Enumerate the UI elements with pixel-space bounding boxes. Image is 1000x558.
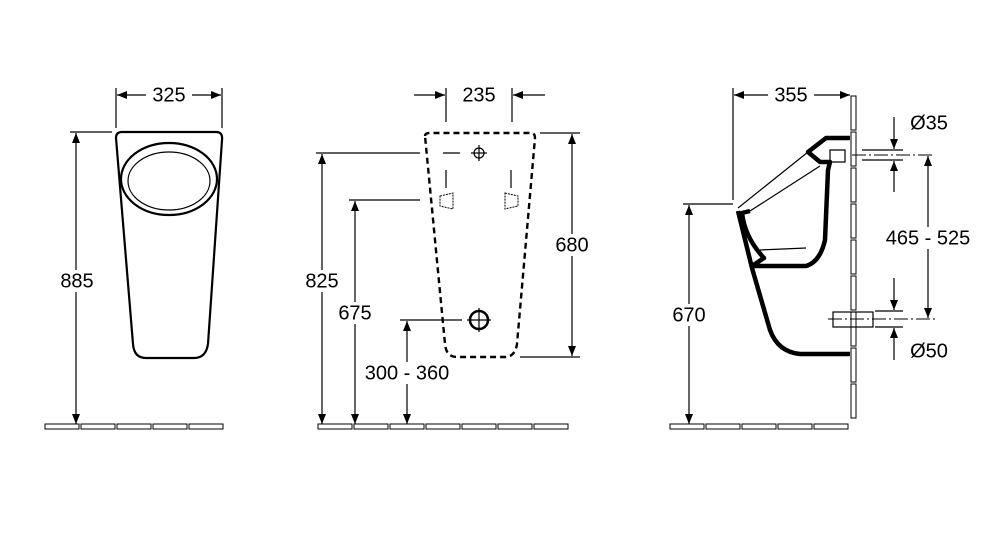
bowl-outer [119, 141, 219, 217]
dim-depth: 355 [774, 84, 807, 106]
wall-tiles [850, 95, 857, 419]
fixing-bracket-right [504, 192, 519, 210]
floor-tiles [317, 423, 569, 430]
side-view: 355 670 Ø35 465 - 525 Ø50 [667, 84, 976, 430]
floor-tiles [669, 423, 849, 430]
dim-height-rear: 680 [555, 234, 588, 256]
urinal-side-profile [735, 135, 850, 357]
dim-inlet-diameter: Ø35 [910, 112, 948, 134]
dim-rim-height: 670 [672, 304, 705, 326]
dim-connection-distance: 465 - 525 [886, 227, 971, 249]
dim-width-front: 325 [152, 84, 185, 106]
fixing-bracket-left [439, 192, 454, 210]
dim-outlet-height: 300 - 360 [365, 362, 450, 384]
urinal-rear-outline [423, 131, 537, 359]
dim-outlet-diameter: Ø50 [910, 340, 948, 362]
dim-height-front: 885 [60, 270, 93, 292]
bowl-inner [127, 151, 211, 211]
front-view: 325 885 [44, 84, 224, 430]
rear-view: 235 680 825 675 300 - 360 [300, 84, 594, 430]
dim-inlet-height: 825 [305, 270, 338, 292]
urinal-front-outline [114, 130, 224, 360]
dim-width-rear: 235 [462, 84, 495, 106]
floor-tiles [44, 423, 224, 430]
dim-fixing-height: 675 [338, 302, 371, 324]
